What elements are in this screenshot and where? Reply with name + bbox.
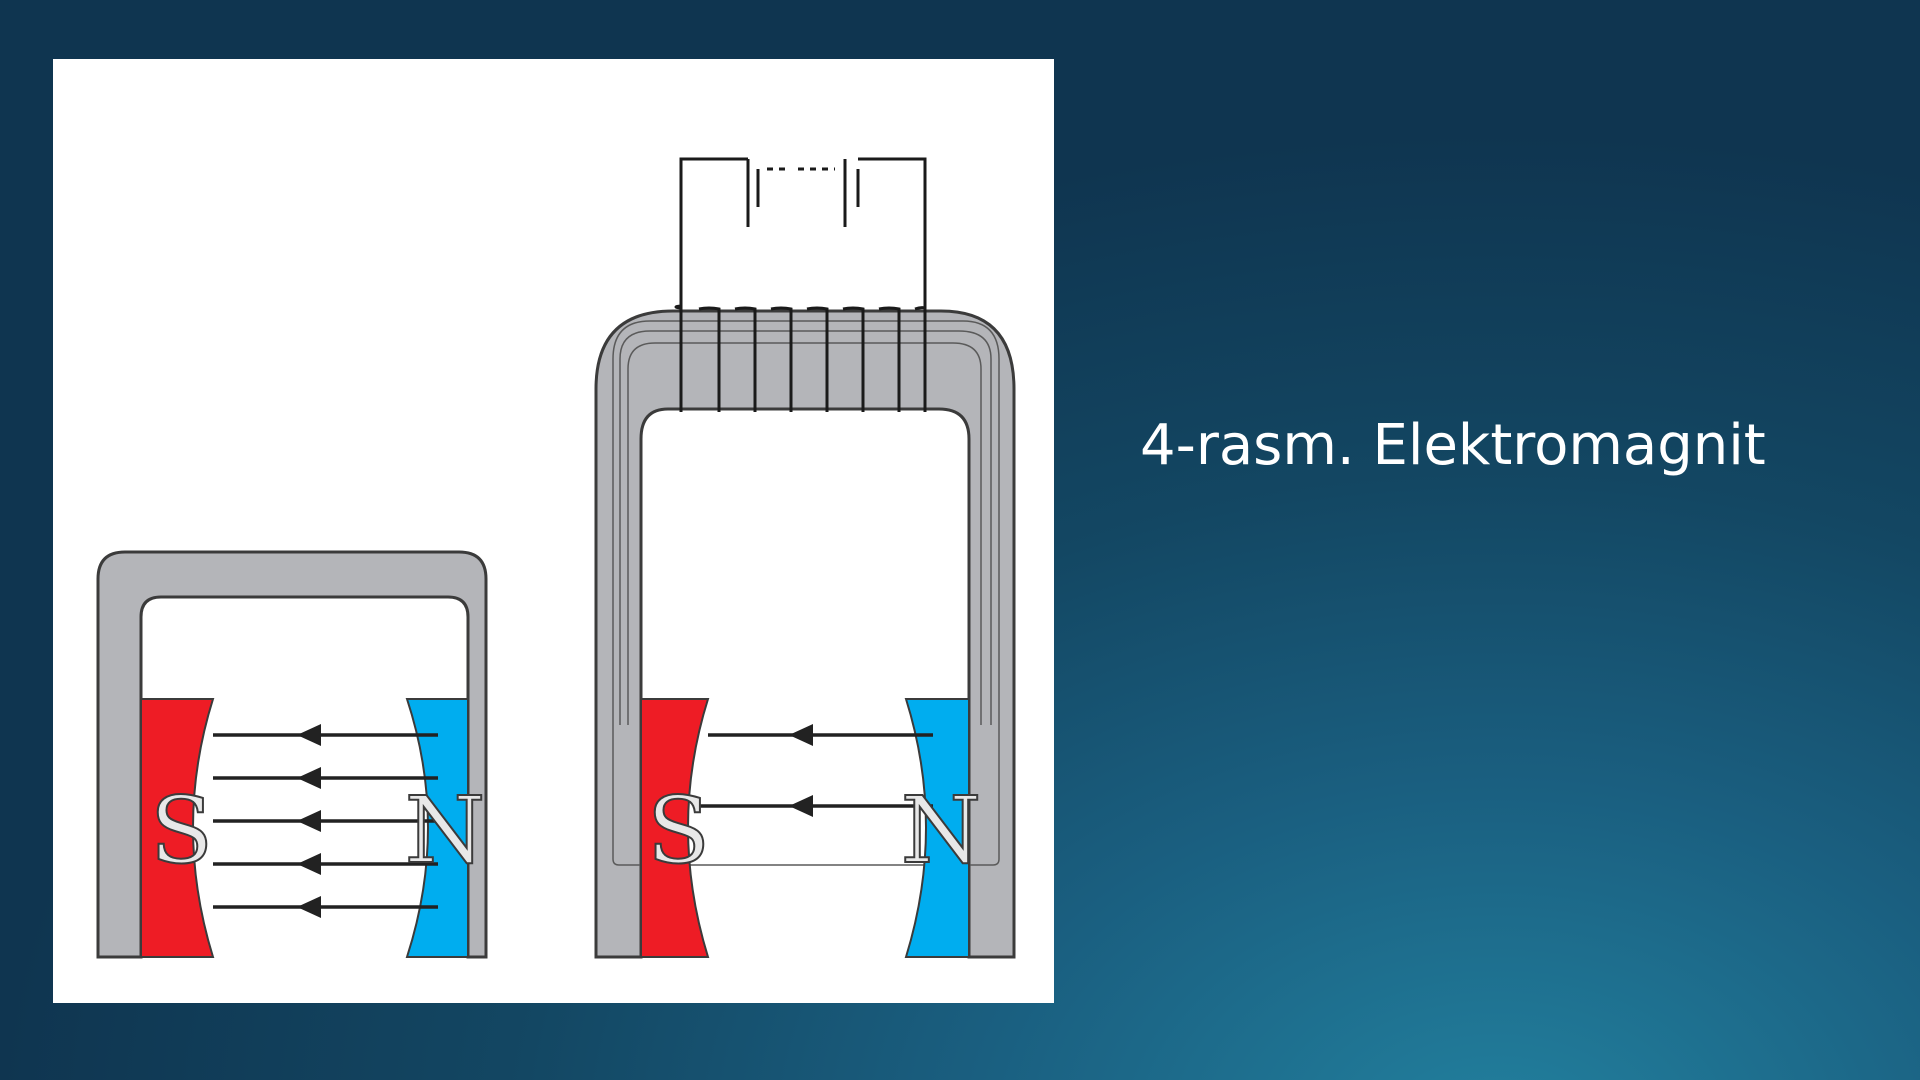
electromagnet-north-label: N (901, 777, 982, 884)
permanent-south-label: S (150, 777, 213, 884)
permanent-north-pole (405, 698, 469, 958)
permanent-field-lines (213, 733, 438, 909)
coil-turn (806, 306, 829, 412)
coil-turn (878, 306, 901, 412)
electromagnet-core (594, 309, 1016, 959)
electromagnet: S N (594, 157, 1016, 959)
electromagnet-south-pole (640, 698, 710, 958)
permanent-magnet: S N (96, 550, 488, 959)
permanent-south-pole (140, 698, 215, 958)
coil-turn (842, 306, 865, 412)
arrow-left-icon (789, 795, 813, 817)
circuit-wire-left (679, 157, 748, 308)
coil-turn (734, 306, 757, 412)
arrow-left-icon (297, 810, 321, 832)
arrow-left-icon (297, 767, 321, 789)
coil-turn (698, 306, 721, 412)
coil-turn (674, 304, 683, 412)
electromagnet-south-label: S (647, 777, 710, 884)
permanent-field-arrows (297, 724, 321, 918)
coil-turn (914, 306, 927, 412)
coil-outline (619, 330, 992, 725)
magnet-diagram: S N (96, 157, 1016, 959)
arrow-left-icon (297, 896, 321, 918)
electromagnet-north-pole (904, 698, 970, 958)
circuit-wire-right (858, 157, 927, 308)
arrow-left-icon (297, 724, 321, 746)
electromagnet-field-arrows (789, 724, 813, 817)
permanent-north-label: N (405, 777, 486, 884)
electromagnet-circuit (679, 157, 927, 308)
arrow-left-icon (297, 853, 321, 875)
coil-turn (770, 306, 793, 412)
coil-outline (627, 342, 982, 725)
figure-panel: S N (53, 59, 1054, 1003)
coil-outline-wires (612, 320, 1000, 866)
electromagnet-coil (674, 304, 927, 412)
figure-caption: 4-rasm. Elektromagnit (1140, 413, 1766, 478)
arrow-left-icon (789, 724, 813, 746)
coil-outline (612, 320, 1000, 866)
